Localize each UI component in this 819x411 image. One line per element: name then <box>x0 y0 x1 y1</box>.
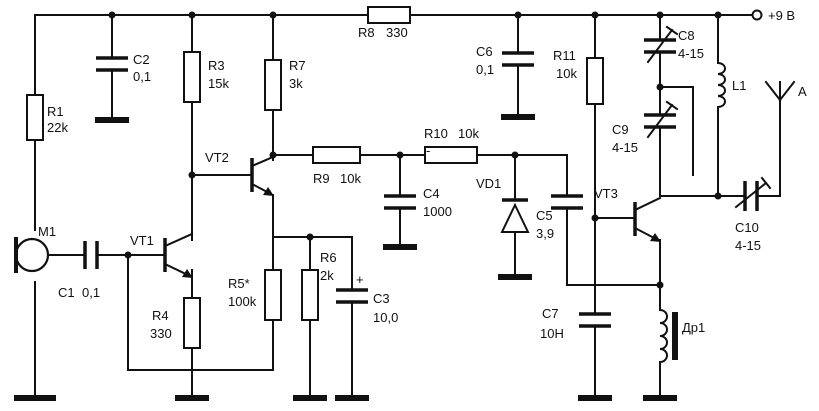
label-R5-value: 100k <box>228 294 257 309</box>
label-C4-ref: C4 <box>423 186 440 201</box>
resistor-R9 <box>312 146 361 164</box>
resistor-R5 <box>264 269 282 321</box>
label-C8-ref: C8 <box>678 28 695 43</box>
resistor-R11 <box>586 57 604 105</box>
label-C1-ref: C1 <box>58 285 75 300</box>
label-VT2-ref: VT2 <box>205 150 229 165</box>
varicap-diode-VD1 <box>500 198 530 233</box>
label-R7-value: 3k <box>289 76 303 91</box>
antenna-A <box>764 80 796 102</box>
supply-terminal <box>751 9 763 21</box>
capacitor-C2 <box>96 56 128 72</box>
label-C9-value: 4-15 <box>612 140 638 155</box>
label-C3-plus-mark: + <box>356 272 364 287</box>
label-R7-ref: R7 <box>289 58 306 73</box>
label-R3-ref: R3 <box>208 58 225 73</box>
label-R1-ref: R1 <box>47 104 64 119</box>
trimmer-capacitor-C8 <box>644 25 679 64</box>
label-R6-ref: R6 <box>320 250 337 265</box>
label-C7-ref: C7 <box>542 306 559 321</box>
trimmer-capacitor-C10 <box>734 176 772 211</box>
resistor-R10 <box>424 146 478 164</box>
label-R3-value: 15k <box>208 76 229 91</box>
trimmer-capacitor-C9 <box>644 100 679 139</box>
label-L1-ref: L1 <box>732 78 746 93</box>
label-R9-value: 10k <box>340 171 361 186</box>
label-R4-value: 330 <box>150 326 172 341</box>
supply-label: +9 В <box>768 8 795 23</box>
label-VT3-ref: VT3 <box>594 186 618 201</box>
resistor-R7 <box>264 59 282 111</box>
label-C5-ref: C5 <box>536 208 553 223</box>
label-R10-ref: R10 <box>424 126 448 141</box>
label-R11-value: 10k <box>556 66 577 81</box>
label-A-ref: A <box>798 84 807 99</box>
label-C6-value: 0,1 <box>476 62 494 77</box>
wires <box>34 14 781 396</box>
label-C10-value: 4-15 <box>735 238 761 253</box>
label-VD1-ref: VD1 <box>476 176 501 191</box>
label-C1-value: 0,1 <box>82 285 100 300</box>
microphone-M1 <box>14 237 50 273</box>
label-C2-ref: C2 <box>133 52 150 67</box>
label-R8-value: 330 <box>386 25 408 40</box>
label-C3-value: 10,0 <box>373 310 398 325</box>
label-C6-ref: C6 <box>476 44 493 59</box>
transistor-VT1 <box>163 232 194 278</box>
label-R6-value: 2k <box>320 268 334 283</box>
resistor-R4 <box>183 297 201 349</box>
label-R10-minus-mark: - <box>426 143 430 158</box>
capacitor-C7 <box>579 312 611 328</box>
capacitors <box>83 25 772 328</box>
label-R10-value: 10k <box>458 126 479 141</box>
label-C3-ref: C3 <box>373 291 390 306</box>
label-C7-value: 10Н <box>540 326 564 341</box>
resistor-R8 <box>367 6 411 24</box>
label-C10-ref: C10 <box>735 220 759 235</box>
junction-dots <box>108 11 722 289</box>
label-R11-ref: R11 <box>553 48 576 63</box>
transistor-VT2 <box>250 155 275 196</box>
resistor-R6 <box>301 269 319 321</box>
label-M1-ref: M1 <box>38 224 56 239</box>
capacitor-C6 <box>502 51 534 67</box>
resistors <box>26 6 604 349</box>
capacitor-C3 <box>336 288 368 304</box>
transistor-VT3 <box>633 196 662 242</box>
capacitor-C1 <box>83 241 99 269</box>
label-C4-value: 1000 <box>423 204 452 219</box>
label-R9-ref: R9 <box>313 171 330 186</box>
label-R1-value: 22k <box>47 120 68 135</box>
label-R8-ref: R8 <box>358 25 375 40</box>
labels: +9 В R1 22k C2 0,1 R3 15k R7 3k R8 330 C… <box>38 8 807 341</box>
resistor-R3 <box>183 51 201 103</box>
label-C5-value: 3,9 <box>536 226 554 241</box>
label-C9-ref: C9 <box>612 122 629 137</box>
choke-Dr1 <box>658 308 678 364</box>
ground-symbols <box>14 114 677 401</box>
resistor-R1 <box>26 94 44 141</box>
inductor-L1 <box>716 61 726 109</box>
label-C2-value: 0,1 <box>133 69 151 84</box>
capacitor-C5 <box>551 194 583 210</box>
capacitor-C4 <box>384 194 416 210</box>
label-R4-ref: R4 <box>152 308 169 323</box>
label-C8-value: 4-15 <box>678 46 704 61</box>
label-VT1-ref: VT1 <box>130 233 154 248</box>
label-R5-ref: R5* <box>228 276 250 291</box>
label-Dr1-ref: Др1 <box>682 320 705 335</box>
